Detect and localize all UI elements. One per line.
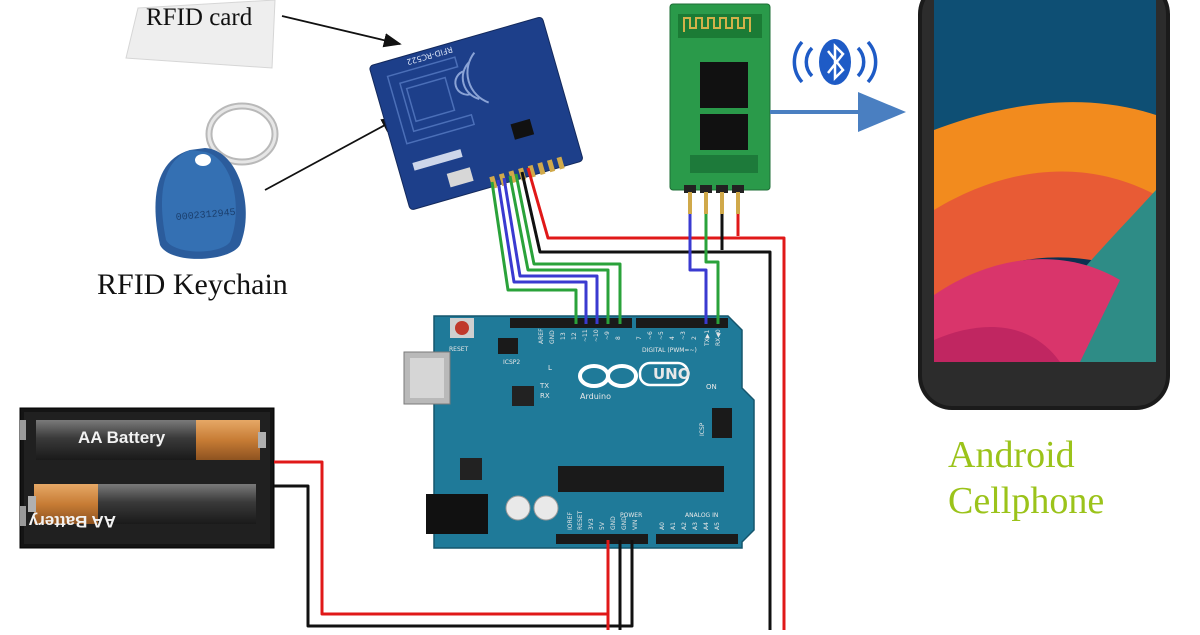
reset-label: RESET [449, 346, 469, 353]
pin-0: RX◀0 [715, 329, 722, 346]
pin-a3: A3 [692, 522, 699, 530]
android-cellphone-label: Android Cellphone [948, 432, 1104, 524]
rfid-keychain: 0002312945 [155, 102, 279, 259]
pin-10: ~10 [593, 329, 600, 342]
pin-a1: A1 [670, 522, 677, 530]
rfid-module: RFID-RC522 [369, 16, 583, 210]
wires [274, 167, 786, 630]
pin-a5: A5 [714, 522, 721, 530]
power-label: POWER [620, 512, 642, 519]
pin-5v: 5V [599, 521, 606, 530]
rfid-card [125, 0, 276, 69]
pin-vin: VIN [632, 520, 639, 530]
battery-top-label: AA Battery [78, 428, 166, 447]
pin-5: ~5 [658, 331, 665, 340]
battery-holder: AA Battery AA Battery [19, 407, 275, 549]
pin-4: 4 [669, 336, 676, 340]
l-label: L [548, 364, 552, 372]
pin-11: ~11 [582, 329, 589, 342]
pin-8: 8 [615, 336, 622, 340]
pin-1: TX▶1 [704, 330, 711, 347]
rfid-card-label: RFID card [146, 4, 253, 31]
pin-2: 2 [691, 336, 698, 340]
icsp-label: ICSP [699, 422, 706, 436]
pin-gnd: GND [549, 330, 556, 344]
keychain-tag-text: 0002312945 [175, 208, 236, 224]
tx-label: TX [539, 382, 549, 390]
board-brand: Arduino [580, 392, 611, 401]
pin-gnd-1: GND [610, 516, 617, 530]
rx-label: RX [540, 392, 550, 400]
pin-gnd-2: GND [621, 516, 628, 530]
pin-reset: RESET [577, 510, 584, 530]
icsp2-label: ICSP2 [503, 359, 520, 366]
pin-6: ~6 [647, 331, 654, 340]
arduino-uno-board: RESET ICSP2 ICSP UNO Arduino DIGITAL (PW… [403, 315, 755, 549]
bluetooth-icon [819, 39, 851, 85]
pin-3v3: 3V3 [588, 518, 595, 530]
pin-3: ~3 [680, 331, 687, 340]
android-label-line2: Cellphone [948, 480, 1105, 522]
pin-ioref: IOREF [567, 512, 574, 530]
board-name: UNO [653, 365, 691, 383]
pin-7: 7 [636, 336, 643, 340]
pin-a4: A4 [703, 522, 710, 530]
pin-12: 12 [571, 332, 578, 340]
card-arrow [281, 15, 402, 48]
rfid-keychain-label: RFID Keychain [97, 268, 288, 301]
battery-bottom-label: AA Battery [28, 512, 116, 531]
battery-bottom [28, 484, 256, 524]
pin-13: 13 [560, 332, 567, 340]
pin-a2: A2 [681, 522, 688, 530]
signal-waves-icon [792, 40, 878, 84]
battery-top [36, 420, 266, 460]
on-label: ON [706, 383, 717, 391]
pin-9: ~9 [604, 331, 611, 340]
pin-a0: A0 [659, 522, 666, 530]
pin-aref: AREF [538, 328, 545, 344]
digital-label: DIGITAL (PWM=~) [642, 347, 697, 354]
keychain-arrow [264, 117, 400, 191]
android-label-line1: Android [948, 434, 1075, 476]
analog-label: ANALOG IN [685, 512, 718, 519]
android-phone [918, 0, 1170, 410]
bluetooth-module [669, 3, 771, 214]
